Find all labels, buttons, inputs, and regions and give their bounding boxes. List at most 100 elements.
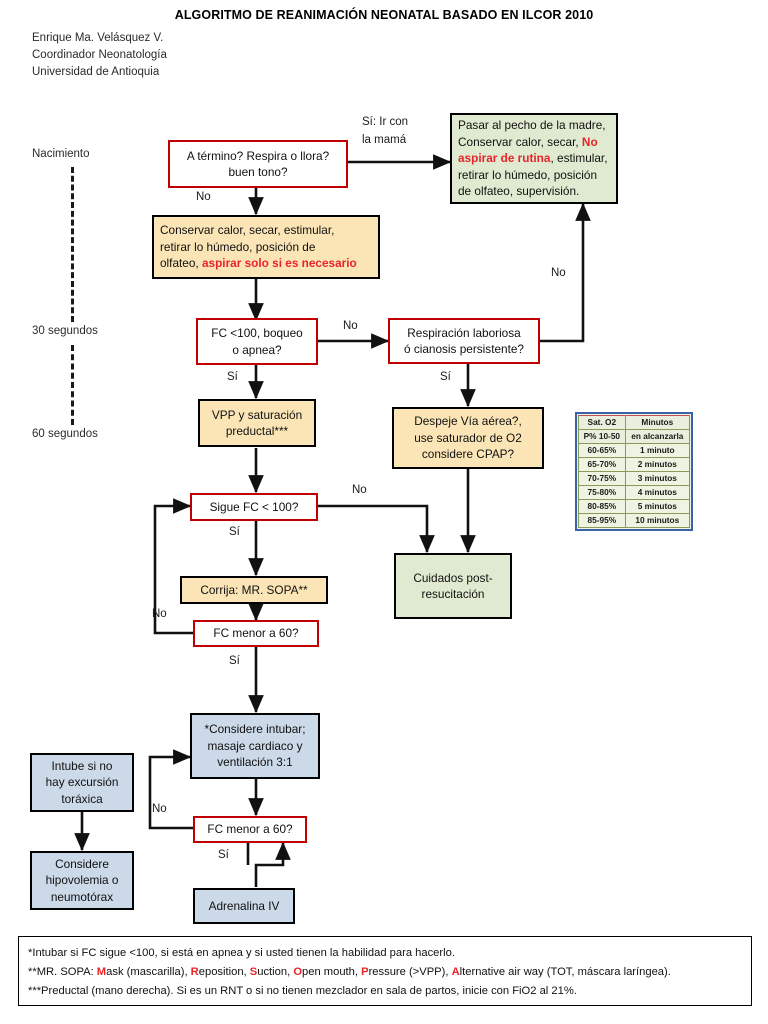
edge-label-no-stillfc: No <box>352 484 367 496</box>
edge-label-no-fc60b: No <box>152 803 167 815</box>
sat-minutes: 3 minutos <box>624 471 691 486</box>
node-hypovolemia-line2: hipovolemia o <box>45 873 119 888</box>
author-name: Enrique Ma. Velásquez V. <box>32 32 164 44</box>
node-intubate-line3: ventilación 3:1 <box>217 755 293 770</box>
sat-table-header-row-1: Sat. O2 Minutos <box>578 415 691 430</box>
sopa-m: M <box>96 966 107 978</box>
node-warm-line1: Conservar calor, secar, estimular, <box>160 223 335 238</box>
node-hypovolemia-line1: Considere <box>55 856 109 871</box>
node-post-resuscitation-care[interactable]: Cuidados post- resucitación <box>394 553 512 619</box>
footnote-1: *Intubar si FC sigue <100, si está en ap… <box>28 947 455 959</box>
sat-minutes: 10 minutos <box>624 513 691 528</box>
node-mother-line2: Conservar calor, secar, No <box>458 134 598 149</box>
node-vpp-line2: preductal*** <box>225 424 289 438</box>
sat-table-body: Sat. O2 Minutos P% 10-50 en alcanzarla 6… <box>578 415 691 528</box>
node-clear-airway[interactable]: Despeje Vía aérea?, use saturador de O2 … <box>392 407 544 469</box>
sat-range: 60-65% <box>578 443 626 458</box>
node-airway-line1: Despeje Vía aérea?, <box>414 414 522 429</box>
node-hypovolemia-line3: neumotórax <box>50 889 114 904</box>
node-labored-line1: Respiración laboriosa <box>407 325 521 340</box>
node-noexcursion-line2: hay excursión <box>45 775 119 790</box>
sopa-r: R <box>190 966 199 978</box>
sat-table-row: 75-80% 4 minutos <box>578 485 691 500</box>
timeline-dash-upper <box>71 167 74 322</box>
node-stillfc-line1: Sigue FC < 100? <box>209 499 299 514</box>
sat-range: 70-75% <box>578 471 626 486</box>
oxygen-saturation-table: Sat. O2 Minutos P% 10-50 en alcanzarla 6… <box>575 412 693 531</box>
footnote-3: ***Preductal (mano derecha). Si es un RN… <box>28 985 577 997</box>
sat-header-percentile: P% 10-50 <box>578 429 626 444</box>
timeline-label-30s: 30 segundos <box>32 325 98 337</box>
node-warm-dry[interactable]: Conservar calor, secar, estimular, retir… <box>152 215 380 279</box>
author-institution: Universidad de Antioquia <box>32 66 160 78</box>
edge-label-yes-labored: Sí <box>440 371 451 383</box>
edge-label-no-term: No <box>196 191 211 203</box>
node-intubate-line2: masaje cardiaco y <box>207 738 303 753</box>
sat-range: 80-85% <box>578 499 626 514</box>
node-fc60b-line1: FC menor a 60? <box>207 822 293 837</box>
sopa-a: A <box>451 966 460 978</box>
sat-table-row: 70-75% 3 minutos <box>578 471 691 486</box>
node-adrenaline-iv[interactable]: Adrenalina IV <box>193 888 295 924</box>
node-fc100-line2: o apnea? <box>232 342 282 357</box>
sat-table-row: 80-85% 5 minutos <box>578 499 691 514</box>
node-warm-line3: olfateo, aspirar solo si es necesario <box>160 256 357 271</box>
author-role: Coordinador Neonatología <box>32 49 167 61</box>
node-correct-mr-sopa[interactable]: Corrija: MR. SOPA** <box>180 576 328 604</box>
highlight-no: No <box>581 134 598 149</box>
timeline-label-60s: 60 segundos <box>32 428 98 440</box>
node-airway-line2: use saturador de O2 <box>414 430 522 445</box>
node-noexcursion-line1: Intube si no <box>51 758 113 773</box>
node-consider-intubation[interactable]: *Considere intubar; masaje cardiaco y ve… <box>190 713 320 779</box>
sat-table-row: 65-70% 2 minutos <box>578 457 691 472</box>
node-noexcursion-line3: toráxica <box>61 791 103 806</box>
footnote-2: **MR. SOPA: Mask (mascarilla), Repositio… <box>28 966 671 978</box>
node-fc-under-60-second[interactable]: FC menor a 60? <box>193 816 307 843</box>
node-vpp-saturation[interactable]: VPP y saturación preductal*** <box>198 399 316 447</box>
sat-minutes: 2 minutos <box>624 457 691 472</box>
node-labored-breathing[interactable]: Respiración laboriosa ó cianosis persist… <box>388 318 540 364</box>
sat-table-row: 85-95% 10 minutos <box>578 513 691 528</box>
node-still-fc-under-100[interactable]: Sigue FC < 100? <box>190 493 318 521</box>
highlight-aspirar-necesario: aspirar solo si es necesario <box>201 256 357 271</box>
sat-minutes: 4 minutos <box>624 485 691 500</box>
timeline-dash-lower <box>71 345 74 425</box>
node-adrenaline-line1: Adrenalina IV <box>208 898 280 913</box>
sopa-s: S <box>249 966 258 978</box>
node-mother-line3: aspirar de rutina, estimular, <box>458 151 608 166</box>
node-term-assessment[interactable]: A término? Respira o llora? buen tono? <box>168 140 348 188</box>
node-term-line1: A término? Respira o llora? <box>186 148 330 163</box>
sat-range: 75-80% <box>578 485 626 500</box>
node-mother-line5: de olfateo, supervisión. <box>458 184 580 199</box>
edge-label-yes-fc60b: Sí <box>218 849 229 861</box>
node-intubate-no-excursion[interactable]: Intube si no hay excursión toráxica <box>30 753 134 812</box>
node-airway-line3: considere CPAP? <box>421 447 515 462</box>
sat-range: 85-95% <box>578 513 626 528</box>
node-warm-line2: retirar lo húmedo, posición de <box>160 239 316 254</box>
sat-table-row: 60-65% 1 minuto <box>578 443 691 458</box>
edge-label-no-fc60a: No <box>152 608 167 620</box>
node-sopa-line1: Corrija: MR. SOPA** <box>200 582 308 597</box>
node-mother-line1: Pasar al pecho de la madre, <box>458 118 606 133</box>
node-vpp-line1: VPP y saturación <box>211 407 303 422</box>
author-block: Enrique Ma. Velásquez V. Coordinador Neo… <box>32 30 167 81</box>
sat-header-minutes: Minutos <box>624 415 691 430</box>
sopa-o: O <box>293 966 303 978</box>
edge-label-yes-mother-2: la mamá <box>362 134 407 146</box>
sat-range: 65-70% <box>578 457 626 472</box>
footnotes-panel: *Intubar si FC sigue <100, si está en ap… <box>18 936 752 1006</box>
node-fc-under-60-first[interactable]: FC menor a 60? <box>193 620 319 647</box>
node-consider-hypovolemia[interactable]: Considere hipovolemia o neumotórax <box>30 851 134 910</box>
node-term-line2: buen tono? <box>228 165 288 179</box>
highlight-aspirar-rutina: aspirar de rutina <box>458 151 551 166</box>
sopa-p: P <box>361 966 369 978</box>
node-fc-under-100[interactable]: FC <100, boqueo o apnea? <box>196 318 318 365</box>
node-postcare-line2: resucitación <box>421 587 485 601</box>
node-intubate-line1: *Considere intubar; <box>204 722 306 737</box>
timeline-label-birth: Nacimiento <box>32 148 90 160</box>
edge-label-no-fc100: No <box>343 320 358 332</box>
node-mother-care[interactable]: Pasar al pecho de la madre, Conservar ca… <box>450 113 618 204</box>
node-mother-line4: retirar lo húmedo, posición <box>458 167 598 182</box>
edge-label-yes-fc60a: Sí <box>229 655 240 667</box>
node-labored-line2: ó cianosis persistente? <box>403 342 524 356</box>
